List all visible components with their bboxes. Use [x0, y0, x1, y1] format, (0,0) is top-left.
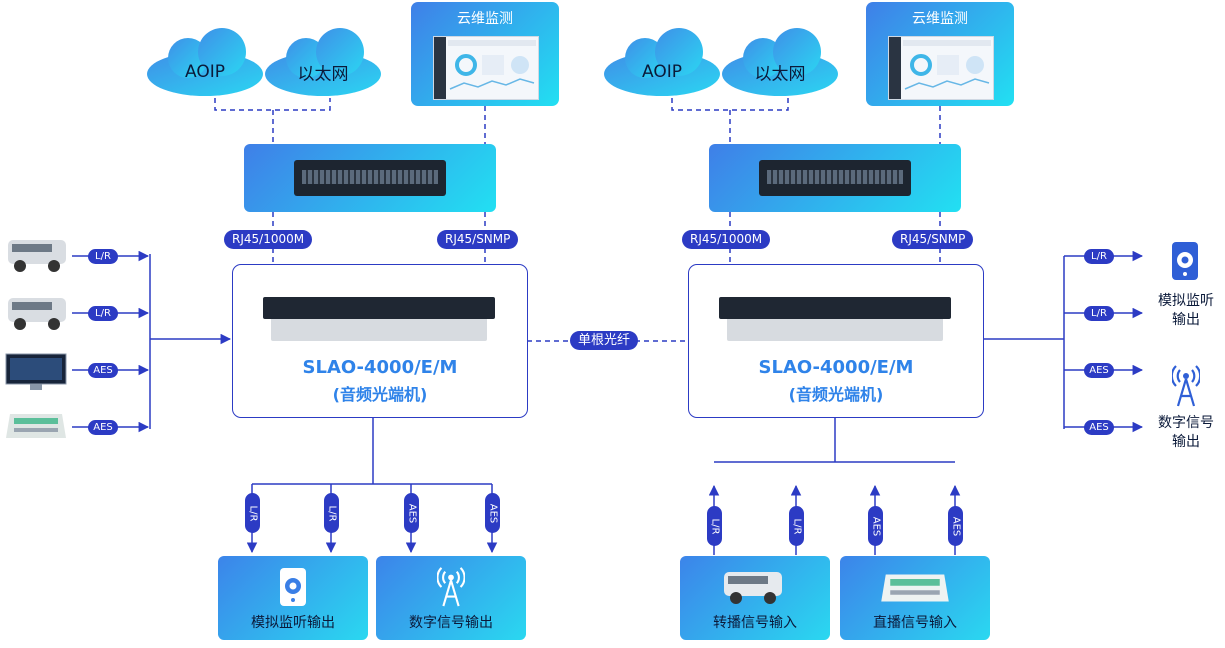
- bottom-left-signal-lr-1: L/R: [245, 493, 260, 533]
- device-model: SLAO-4000/E/M: [302, 357, 458, 378]
- speaker-icon: [278, 566, 308, 612]
- relay-signal-input-box: 转播信号输入: [680, 556, 830, 640]
- live-signal-input-box: 直播信号输入: [840, 556, 990, 640]
- box-label: 转播信号输入: [713, 615, 797, 631]
- port-rj45-data-right: RJ45/1000M: [682, 230, 771, 249]
- output-signal-lr-2: L/R: [1084, 306, 1114, 321]
- cloud-label-aoip-left: AOIP: [185, 62, 225, 82]
- port-rj45-data-left: RJ45/1000M: [224, 230, 313, 249]
- device-model: SLAO-4000/E/M: [758, 357, 914, 378]
- bottom-right-signal-lr-1: L/R: [707, 506, 722, 546]
- bottom-right-signal-lr-2: L/R: [789, 506, 804, 546]
- analog-monitor-output-box: 模拟监听输出: [218, 556, 368, 640]
- output-signal-aes-2: AES: [1084, 420, 1114, 435]
- fiber-link-label: 单根光纤: [570, 331, 639, 350]
- bottom-left-signal-lr-2: L/R: [324, 493, 339, 533]
- audio-fiber-device-icon: [263, 297, 495, 343]
- network-switch-right: [709, 144, 961, 212]
- broadcast-van-icon: [720, 564, 788, 610]
- cloud-aoip-right: [604, 28, 720, 96]
- input-signal-aes-1: AES: [88, 363, 118, 378]
- input-signal-lr-1: L/R: [88, 249, 118, 264]
- audio-fiber-device-icon: [719, 297, 951, 343]
- monitor-title: 云维监测: [912, 11, 968, 27]
- cloud-monitor-left: 云维监测: [411, 2, 559, 106]
- cloud-ethernet-right: [722, 28, 838, 96]
- input-signal-lr-2: L/R: [88, 306, 118, 321]
- device-box-right: SLAO-4000/E/M (音频光端机): [688, 264, 984, 418]
- bottom-right-signal-aes-1: AES: [868, 506, 883, 546]
- broadcast-van-icon: [4, 232, 72, 278]
- dashboard-screen-icon: [888, 36, 994, 100]
- analog-monitor-output-label: 模拟监听 输出: [1158, 293, 1214, 328]
- cloud-ethernet-left: [265, 28, 381, 96]
- digital-signal-output-label: 数字信号 输出: [1158, 415, 1214, 450]
- cloud-aoip-left: [147, 28, 263, 96]
- mixing-console-icon: [870, 570, 960, 610]
- antenna-tower-icon: [1170, 364, 1202, 412]
- box-label: 直播信号输入: [873, 615, 957, 631]
- monitor-title: 云维监测: [457, 11, 513, 27]
- input-signal-aes-2: AES: [88, 420, 118, 435]
- device-name: (音频光端机): [332, 385, 428, 404]
- dashboard-screen-icon: [433, 36, 539, 100]
- device-name: (音频光端机): [788, 385, 884, 404]
- device-box-left: SLAO-4000/E/M (音频光端机): [232, 264, 528, 418]
- switch-icon: [294, 160, 446, 196]
- speaker-icon: [1170, 240, 1200, 286]
- bottom-right-signal-aes-2: AES: [948, 506, 963, 546]
- monitor-display-icon: [4, 352, 68, 396]
- box-label: 数字信号输出: [409, 615, 493, 631]
- bottom-left-signal-aes-2: AES: [485, 493, 500, 533]
- broadcast-van-icon: [4, 290, 72, 336]
- box-label: 模拟监听输出: [251, 615, 335, 631]
- bottom-left-signal-aes-1: AES: [404, 493, 419, 533]
- network-switch-left: [244, 144, 496, 212]
- cloud-label-aoip-right: AOIP: [642, 62, 682, 82]
- output-signal-lr-1: L/R: [1084, 249, 1114, 264]
- mixing-console-icon: [4, 410, 68, 446]
- digital-signal-output-box: 数字信号输出: [376, 556, 526, 640]
- cloud-label-ethernet-right: 以太网: [754, 64, 806, 85]
- cloud-monitor-right: 云维监测: [866, 2, 1014, 106]
- switch-icon: [759, 160, 911, 196]
- output-signal-aes-1: AES: [1084, 363, 1114, 378]
- port-rj45-snmp-left: RJ45/SNMP: [437, 230, 519, 249]
- port-rj45-snmp-right: RJ45/SNMP: [892, 230, 974, 249]
- antenna-tower-icon: [436, 566, 466, 612]
- cloud-label-ethernet-left: 以太网: [297, 64, 349, 85]
